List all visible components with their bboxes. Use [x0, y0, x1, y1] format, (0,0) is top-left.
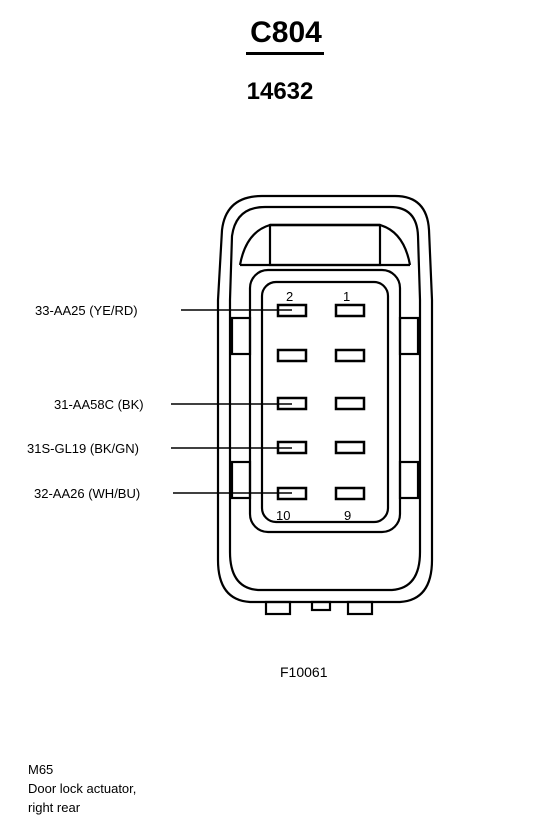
foot-center: [310, 600, 332, 612]
top-latch: [268, 223, 382, 267]
pin-1: [334, 303, 366, 318]
side-tab-left-top: [230, 316, 252, 356]
pin-number-1: 1: [343, 289, 350, 304]
figure-id: F10061: [280, 664, 328, 680]
component-desc-line2: right rear: [28, 800, 81, 815]
pin-number-2: 2: [286, 289, 293, 304]
foot-left: [264, 600, 292, 616]
wire-label-3: 31S-GL19 (BK/GN): [27, 441, 139, 456]
wire-label-1: 33-AA25 (YE/RD): [35, 303, 138, 318]
foot-right: [346, 600, 374, 616]
component-info: M65 Door lock actuator, right rear: [28, 760, 136, 817]
wire-label-4: 32-AA26 (WH/BU): [34, 486, 141, 501]
connector-id: C804: [250, 16, 322, 49]
wire-label-2: 31-AA58C (BK): [54, 397, 144, 412]
side-tab-left-bottom: [230, 460, 252, 500]
side-tab-right-bottom: [398, 460, 420, 500]
part-number: 14632: [246, 78, 314, 105]
pin-4: [276, 348, 308, 363]
pin-cavity-inner: [260, 280, 390, 524]
pin-number-10: 10: [276, 508, 290, 523]
component-code: M65: [28, 762, 54, 777]
housing-inner: [228, 205, 422, 592]
pin-cavity-outer: [248, 268, 402, 534]
component-desc-line1: Door lock actuator,: [28, 781, 137, 796]
pin-5: [334, 396, 366, 411]
pin-3: [334, 348, 366, 363]
pin-9: [334, 486, 366, 501]
pin-number-9: 9: [344, 508, 351, 523]
side-tab-right-top: [398, 316, 420, 356]
pin-7: [334, 440, 366, 455]
connector-id-underline: [246, 52, 324, 55]
